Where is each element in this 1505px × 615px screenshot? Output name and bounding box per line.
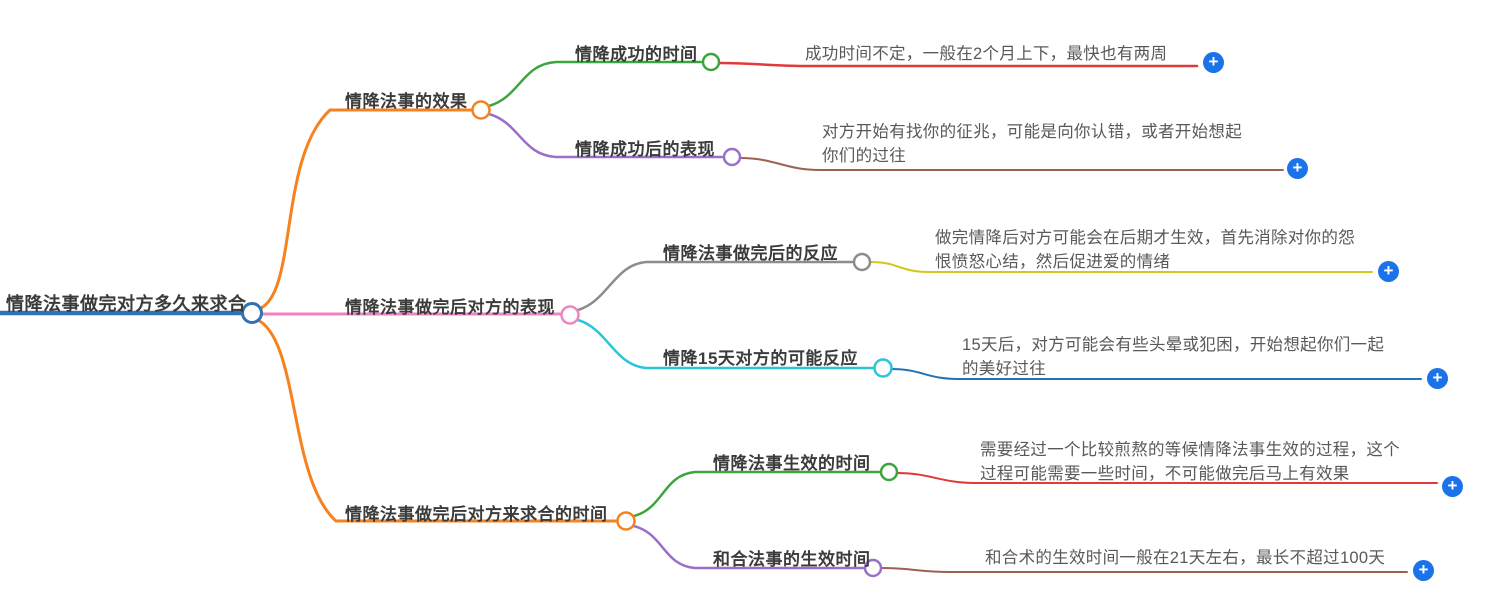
branch-curve-15days: [576, 318, 875, 370]
expand-plus-icon[interactable]: +: [1287, 158, 1308, 179]
detail-success-signs[interactable]: 对方开始有找你的征兆，可能是向你认错，或者开始想起 你们的过往: [822, 120, 1242, 168]
node-label-effects[interactable]: 情降法事的效果: [345, 92, 468, 111]
root-node-handle[interactable]: [241, 302, 263, 324]
leaf-line-15days: [890, 368, 1422, 380]
detail-line: 和合术的生效时间一般在21天左右，最长不超过100天: [985, 549, 1386, 567]
leaf-line-success-time: [717, 61, 1199, 68]
leaf-line-success-signs: [739, 157, 1284, 171]
node-label-success-time[interactable]: 情降成功的时间: [575, 45, 698, 64]
node-handle-return-time[interactable]: [616, 511, 636, 531]
leaf-line-effect-time: [896, 472, 1438, 484]
node-handle-behavior[interactable]: [560, 305, 580, 325]
branch-curve-success-signs: [487, 112, 724, 159]
node-handle-success-time[interactable]: [701, 52, 721, 72]
node-handle-effect-time[interactable]: [879, 462, 899, 482]
detail-line: 对方开始有找你的征兆，可能是向你认错，或者开始想起: [822, 123, 1242, 141]
branch-curve-effects: [257, 108, 474, 311]
node-label-behavior[interactable]: 情降法事做完后对方的表现: [345, 298, 555, 317]
node-label-return-time[interactable]: 情降法事做完后对方来求合的时间: [345, 505, 608, 524]
leaf-line-reaction: [869, 261, 1373, 273]
node-handle-effects[interactable]: [471, 100, 491, 120]
node-label-hehe-time[interactable]: 和合法事的生效时间: [713, 550, 871, 569]
node-label-success-signs[interactable]: 情降成功后的表现: [575, 140, 715, 159]
detail-line: 做完情降后对方可能会在后期才生效，首先消除对你的怨: [935, 229, 1355, 247]
detail-effect-time[interactable]: 需要经过一个比较煎熬的等候情降法事生效的过程，这个 过程可能需要一些时间，不可能…: [980, 438, 1400, 486]
expand-plus-icon[interactable]: +: [1378, 261, 1399, 282]
node-handle-hehe-time[interactable]: [863, 558, 883, 578]
detail-line: 过程可能需要一些时间，不可能做完后马上有效果: [980, 465, 1350, 483]
branch-curve-hehe-time: [632, 524, 865, 570]
node-handle-15days[interactable]: [873, 358, 893, 378]
expand-plus-icon[interactable]: +: [1442, 476, 1463, 497]
expand-plus-icon[interactable]: +: [1427, 368, 1448, 389]
detail-hehe-time[interactable]: 和合术的生效时间一般在21天左右，最长不超过100天: [985, 546, 1385, 570]
node-label-reaction[interactable]: 情降法事做完后的反应: [663, 244, 838, 263]
root-node-label[interactable]: 情降法事做完对方多久来求合: [6, 294, 247, 314]
detail-success-time[interactable]: 成功时间不定，一般在2个月上下，最快也有两周: [805, 42, 1167, 66]
detail-line: 恨愤怒心结，然后促进爱的情绪: [935, 253, 1171, 271]
branch-curve-return-time: [254, 317, 618, 523]
expand-plus-icon[interactable]: +: [1203, 52, 1224, 73]
detail-line: 15天后，对方可能会有些头晕或犯困，开始想起你们一起: [962, 336, 1385, 354]
branch-curve-effect-time: [632, 470, 881, 518]
branch-curve-success-time: [487, 60, 703, 108]
branch-curve-reaction: [576, 260, 854, 312]
expand-plus-icon[interactable]: +: [1413, 560, 1434, 581]
node-label-15days[interactable]: 情降15天对方的可能反应: [663, 349, 858, 368]
node-handle-reaction[interactable]: [852, 252, 872, 272]
detail-line: 成功时间不定，一般在2个月上下，最快也有两周: [805, 45, 1168, 63]
node-label-effect-time[interactable]: 情降法事生效的时间: [713, 454, 871, 473]
node-handle-success-signs[interactable]: [722, 147, 742, 167]
detail-reaction[interactable]: 做完情降后对方可能会在后期才生效，首先消除对你的怨 恨愤怒心结，然后促进爱的情绪: [935, 226, 1355, 274]
detail-line: 需要经过一个比较煎熬的等候情降法事生效的过程，这个: [980, 441, 1400, 459]
detail-15days[interactable]: 15天后，对方可能会有些头晕或犯困，开始想起你们一起 的美好过往: [962, 333, 1384, 381]
detail-line: 的美好过往: [962, 360, 1046, 378]
leaf-line-hehe-time: [880, 567, 1408, 573]
detail-line: 你们的过往: [822, 147, 906, 165]
